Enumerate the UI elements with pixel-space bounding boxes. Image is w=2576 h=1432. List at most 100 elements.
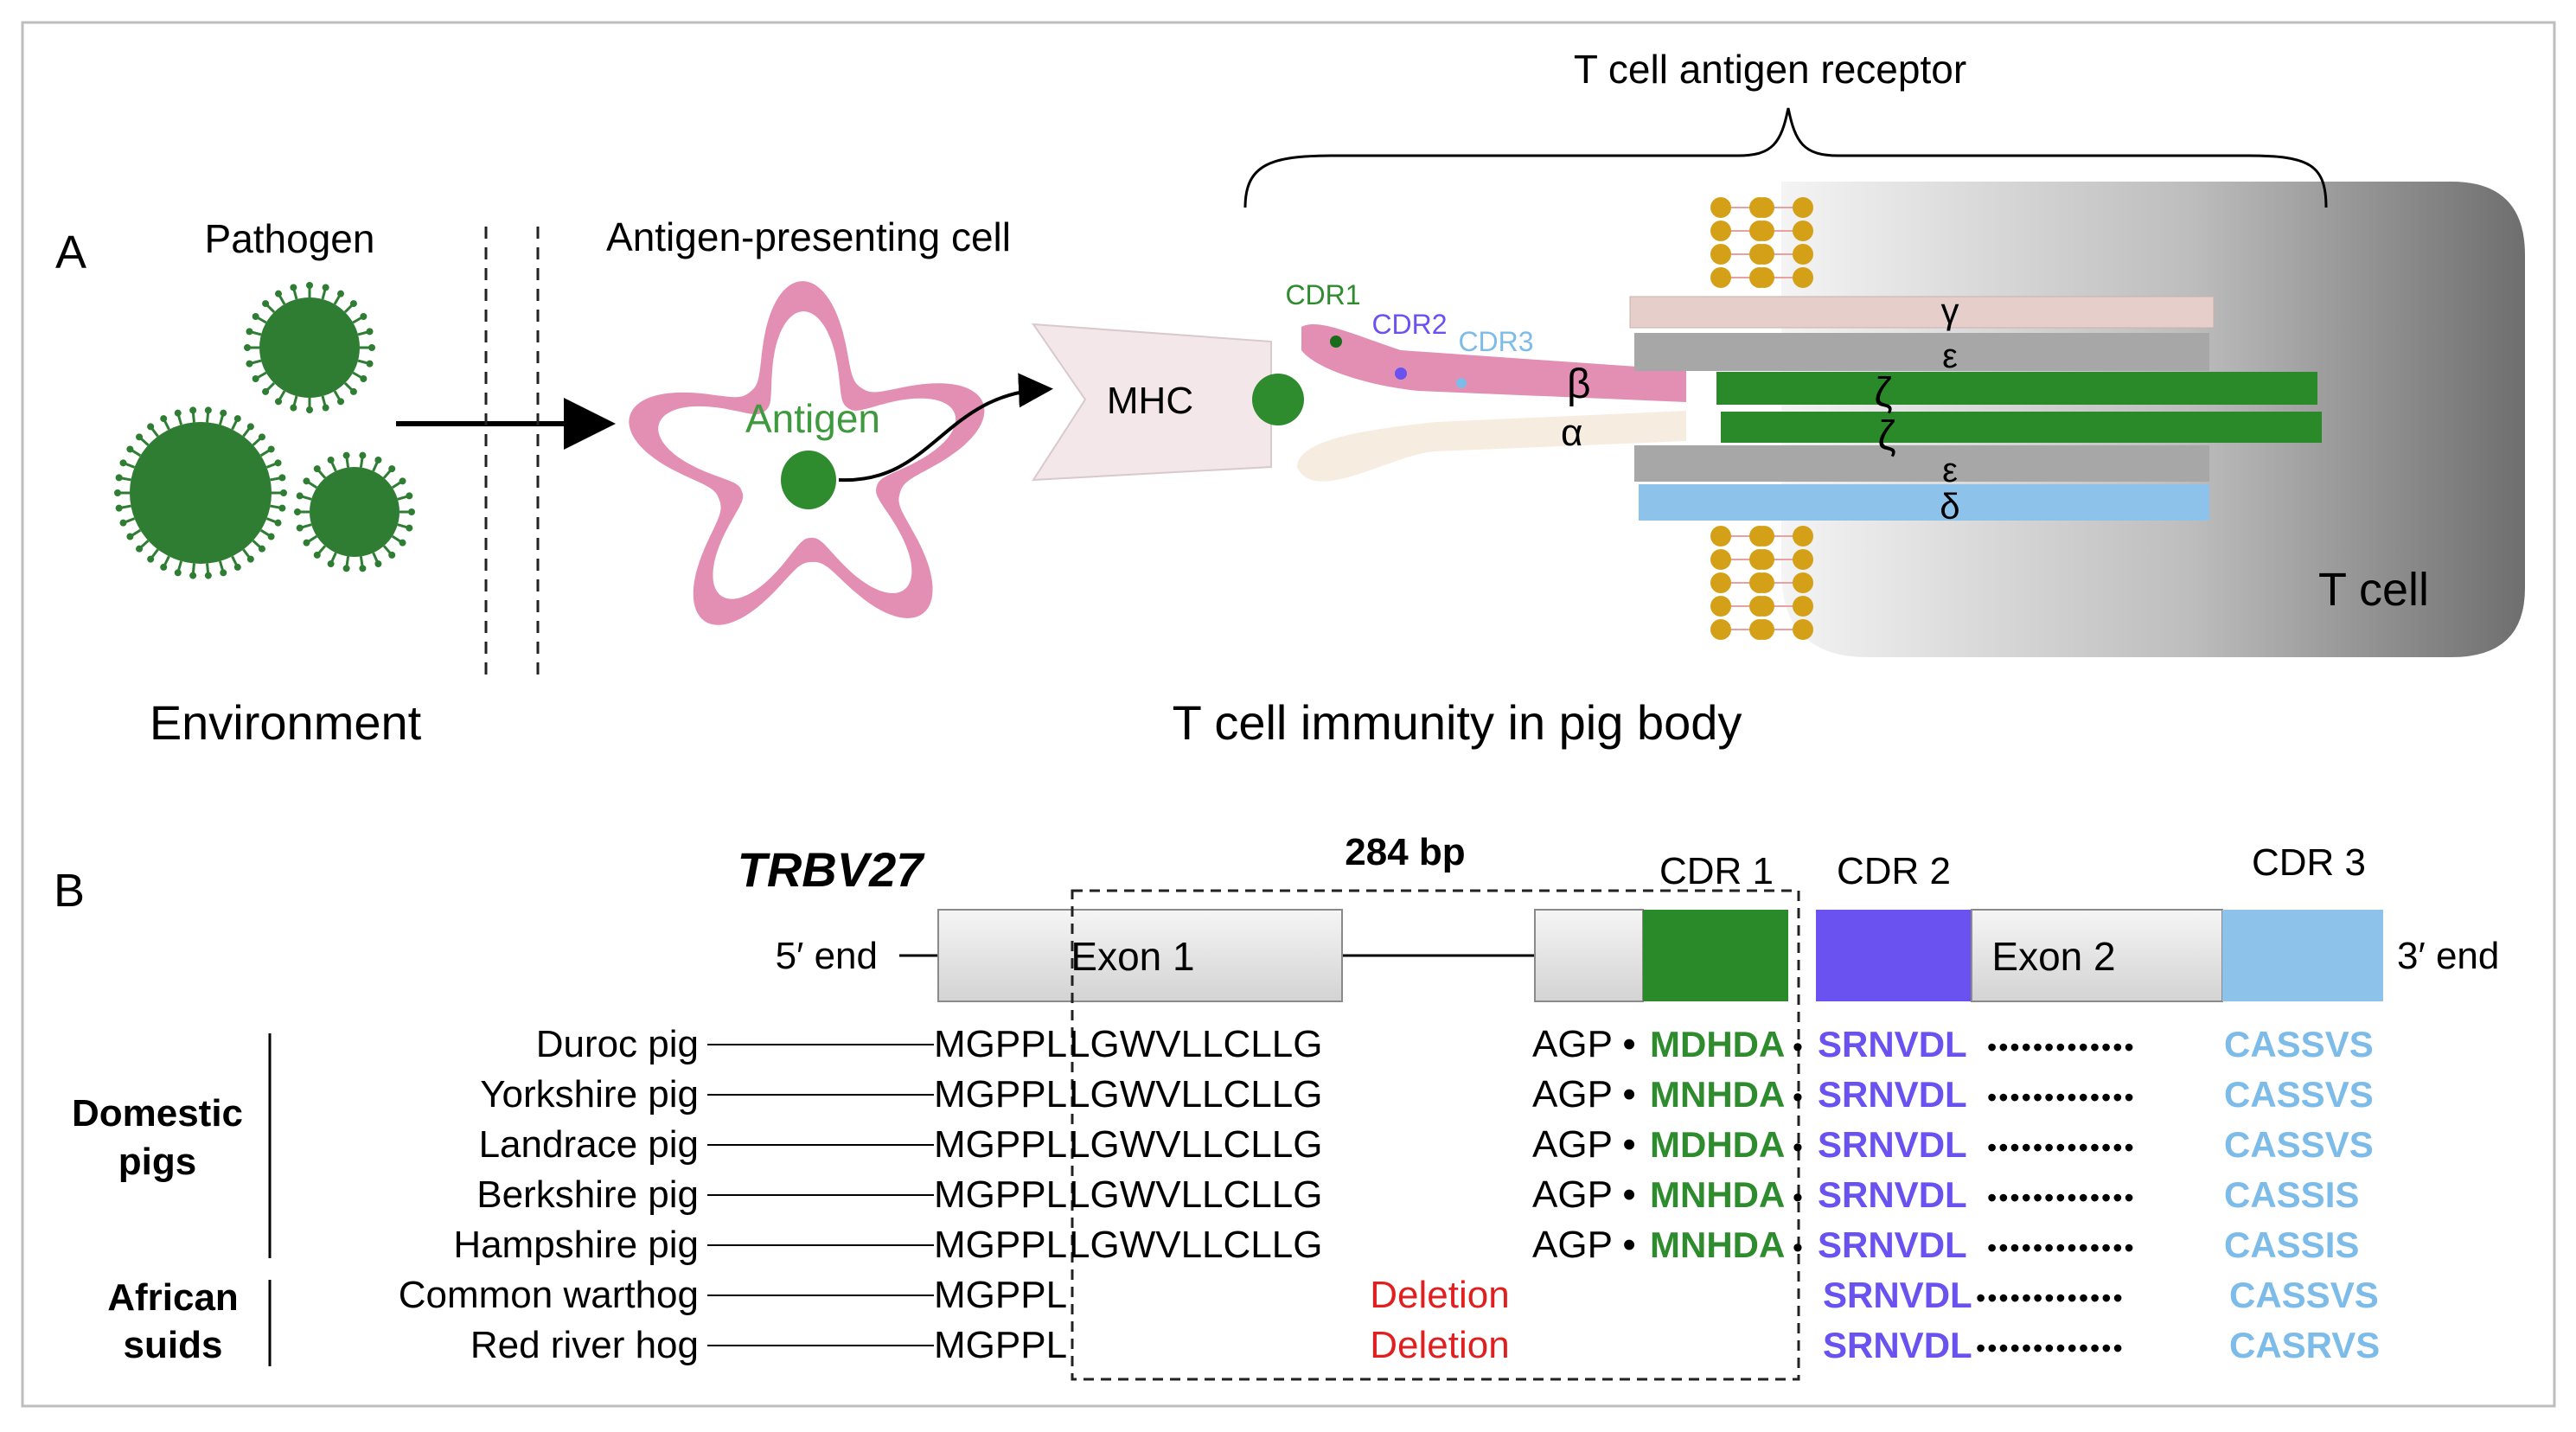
virus-spike-tip [359,451,367,459]
cdr2-sequence: SRNVDL [1818,1124,1967,1165]
lipid-head [1754,221,1774,241]
virus-spike-tip [136,433,144,441]
panel-b-label: B [54,865,85,917]
t-cell-label: T cell [2318,564,2429,616]
lipid-head [1754,619,1774,640]
cd3-epsilon-top-bar [1634,333,2209,371]
exon2-box [1971,909,2223,1002]
cdr2-sequence: SRNVDL [1818,1024,1967,1064]
virus-spike-tip [306,282,313,289]
virus-spike-tip [408,508,415,515]
signal-sequence: MGPPL [934,1023,1067,1065]
cdr3-sequence: CASSVS [2224,1124,2374,1165]
virus-spike-tip [366,328,374,336]
virus-spike-tip [275,398,282,406]
alpha-label: α [1561,412,1582,454]
species-name: Red river hog [470,1324,699,1366]
zeta-top-label: ζ [1874,370,1892,416]
exon1-box [937,909,1343,1002]
lipid-head [1793,526,1813,547]
signal-sequence: MGPPL [934,1324,1067,1366]
virus-spike-tip [388,465,396,473]
virus-spike-tip [258,545,265,553]
virus-spike-tip [322,404,329,412]
deletion-label: Deletion [1370,1274,1509,1316]
virus-spike-tip [174,409,182,417]
signal-sequence: MGPPL [934,1274,1067,1316]
linker-sequence: AGP • [1532,1073,1636,1116]
virus-spike-tip [220,569,227,577]
virus-spike-tip [147,423,155,431]
virus-spike-tip [399,477,406,485]
exon1-sequence: LGWVLLCLLG [1069,1173,1322,1216]
signal-sequence: MGPPL [934,1224,1067,1266]
lipid-head [1754,244,1774,265]
lipid-head [1793,197,1813,218]
cdr2-sequence: SRNVDL [1818,1224,1967,1265]
cdr3-dot [1456,378,1467,388]
antigen-dot [781,451,836,509]
cdr1-separator: • [1793,1131,1803,1164]
virus-spike-tip [204,572,212,579]
virus-spike-tip [174,569,182,577]
virus-spike-tip [252,375,259,382]
panel-a-label: A [55,227,86,278]
virus-spike-tip [115,504,123,512]
lipid-head [1710,549,1731,570]
virus-spike-tip [337,398,344,406]
lipid-head [1710,619,1731,640]
cdr3-sequence: CASSVS [2224,1024,2374,1064]
gene-name: TRBV27 [738,842,926,897]
virus-spike-tip [115,474,123,482]
cdr1-separator: • [1793,1231,1803,1264]
lipid-head [1793,244,1813,265]
immunity-label: T cell immunity in pig body [1173,695,1742,750]
mhc-shape [1031,323,1272,482]
virus-spike-tip [327,560,335,568]
lipid-head [1754,549,1774,570]
virus-spike-tip [246,423,254,431]
domestic-label-2: pigs [118,1141,196,1183]
epsilon-top-label: ε [1942,337,1958,375]
epsilon-bottom-label: ε [1942,451,1958,489]
virus-spike-tip [290,284,297,291]
tcr-brace [1243,107,2328,208]
cdr2-sequence: SRNVDL [1818,1074,1967,1115]
cdr1-sequence: MDHDA [1650,1124,1785,1165]
peptide-dot [1252,374,1304,425]
lipid-head [1793,596,1813,617]
cdr1-separator: • [1793,1081,1803,1114]
virus-spike-tip [189,572,197,579]
virus-spike-tip [160,415,168,423]
lipid-head [1793,619,1813,640]
virus-spike-tip [246,328,253,336]
environment-label: Environment [150,695,422,750]
mhc-label: MHC [1107,380,1193,422]
cdr1-sequence: MNHDA [1650,1174,1785,1215]
virus-spike-tip [368,344,375,351]
gamma-label: γ [1941,291,1959,331]
exon1-sequence: LGWVLLCLLG [1069,1224,1322,1266]
cdr1-label: CDR1 [1285,279,1360,310]
virus-spike-tip [233,563,241,571]
virus-particle [114,406,287,579]
cdr1-box [1643,910,1788,1001]
cdr1-header: CDR 1 [1659,850,1774,892]
virus-spike-tip [366,360,374,368]
bp-label: 284 bp [1345,831,1465,873]
virus-spike-tip [274,459,282,467]
virus-spike-tip [296,524,304,532]
cdr2-sequence: SRNVDL [1823,1275,1972,1315]
virus-spike-tip [290,404,297,412]
african-label-2: suids [124,1324,223,1366]
cd3-delta-bar [1639,484,2209,521]
lipid-head [1710,221,1731,241]
virus-spike-tip [322,284,329,291]
gap-dots: ••••••••••••• [1976,1282,2125,1314]
